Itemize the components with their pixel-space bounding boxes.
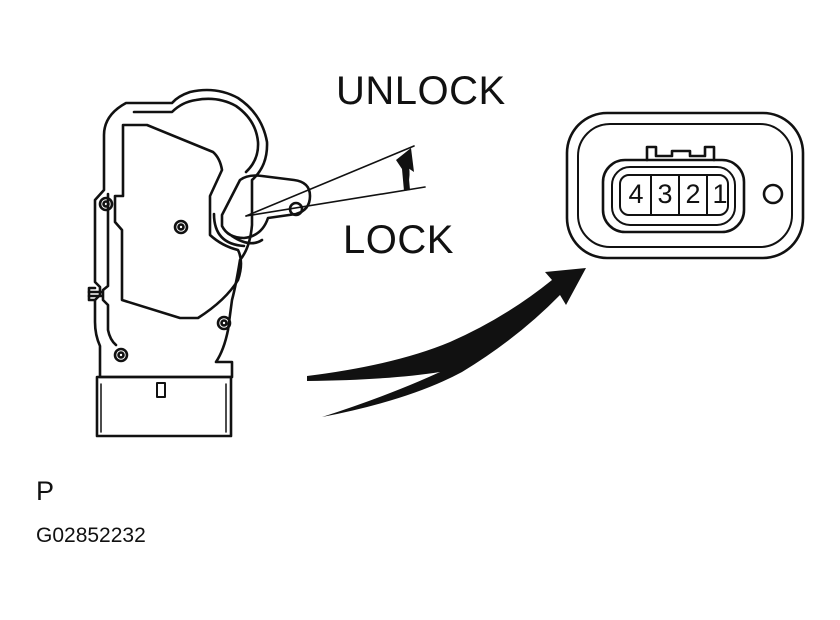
connector-pin-3: 3 [657,179,673,209]
lock-indicator-line [245,186,426,217]
screw-hole-1 [173,219,189,235]
inner-plate [113,123,243,320]
screw-hole-4 [113,347,129,363]
connector-pin-1: 1 [712,179,728,209]
connector-pin-4: 4 [628,179,644,209]
unlock-indicator-line [245,145,415,217]
view-arrow [307,268,586,417]
connector-pin-2: 2 [685,179,701,209]
unlock-direction-arrow [396,148,414,191]
lock-label: LOCK [343,218,454,262]
harness-connector-body [95,375,233,438]
connector-face [565,111,805,260]
unlock-label: UNLOCK [336,69,506,113]
connector-mount-hole [762,183,784,205]
screw-hole-3 [216,315,232,331]
part-code-label: P [36,476,55,506]
connector-latch [156,382,166,398]
lock-lever [212,174,312,248]
screw-hole-2 [98,196,114,212]
figure-code-label: G02852232 [36,524,146,547]
